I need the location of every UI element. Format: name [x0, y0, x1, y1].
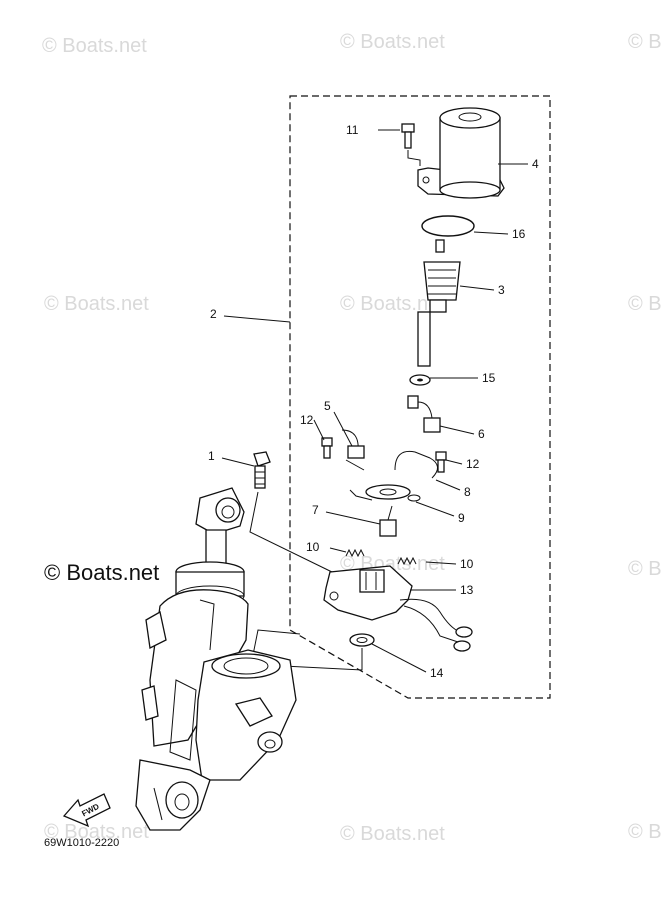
watermark: © Boats.net [628, 821, 661, 843]
fwd-arrow-icon: FWD [62, 793, 111, 828]
callout-labels: 11 4 16 3 2 15 5 12 6 1 12 8 7 9 10 10 1… [208, 123, 539, 680]
screw-11 [401, 123, 421, 166]
watermark-layer: © Boats.net © Boats.net © Boats.net © Bo… [42, 31, 661, 845]
diagram-code: 69W1010-2220 [44, 837, 119, 849]
brush-5 [341, 429, 365, 471]
watermark: © Boats.net [340, 31, 445, 53]
callout-12: 12 [300, 413, 314, 427]
brush-6 [407, 395, 441, 433]
leader-lines [221, 129, 528, 673]
callout-12: 12 [466, 457, 480, 471]
callout-3: 3 [498, 283, 505, 297]
watermark: © Boats.net [44, 821, 149, 843]
callout-11: 11 [346, 123, 359, 137]
callout-13: 13 [460, 583, 474, 597]
watermark: © Boats.net [628, 31, 661, 53]
spring-10-left [345, 548, 365, 558]
end-cap [323, 565, 473, 652]
brush-holder-plate [349, 484, 421, 502]
watermark: © Boats.net [340, 823, 445, 845]
watermark: © Boats.net [628, 293, 661, 315]
callout-14: 14 [430, 666, 444, 680]
bolt-1 [253, 451, 271, 489]
motor-housing [417, 107, 505, 199]
connector-7 [379, 505, 397, 537]
callout-5: 5 [324, 399, 331, 413]
callout-2: 2 [210, 307, 217, 321]
brush-holder-wire [394, 450, 438, 479]
armature [417, 239, 461, 367]
callout-1: 1 [208, 449, 215, 463]
callout-16: 16 [512, 227, 526, 241]
assembly-guide-line [251, 629, 301, 661]
watermark: © Boats.net [44, 293, 149, 315]
callout-8: 8 [464, 485, 471, 499]
screw-12-right [435, 451, 447, 473]
callout-10: 10 [460, 557, 474, 571]
assembly-guide-line [249, 491, 333, 573]
screw-12-left [321, 437, 333, 459]
callout-6: 6 [478, 427, 485, 441]
callout-9: 9 [458, 511, 465, 525]
o-ring [421, 215, 475, 237]
spring-10-right [397, 556, 417, 566]
watermark: © Boats.net [340, 293, 445, 315]
watermark: © Boats.net [628, 558, 661, 580]
callout-4: 4 [532, 157, 539, 171]
watermark: © Boats.net [42, 35, 147, 57]
callout-15: 15 [482, 371, 496, 385]
watermark-bold: © Boats.net [44, 560, 159, 585]
callout-10: 10 [306, 540, 320, 554]
tilt-cylinder [135, 487, 297, 831]
callout-7: 7 [312, 503, 319, 517]
seal-14 [349, 633, 375, 647]
